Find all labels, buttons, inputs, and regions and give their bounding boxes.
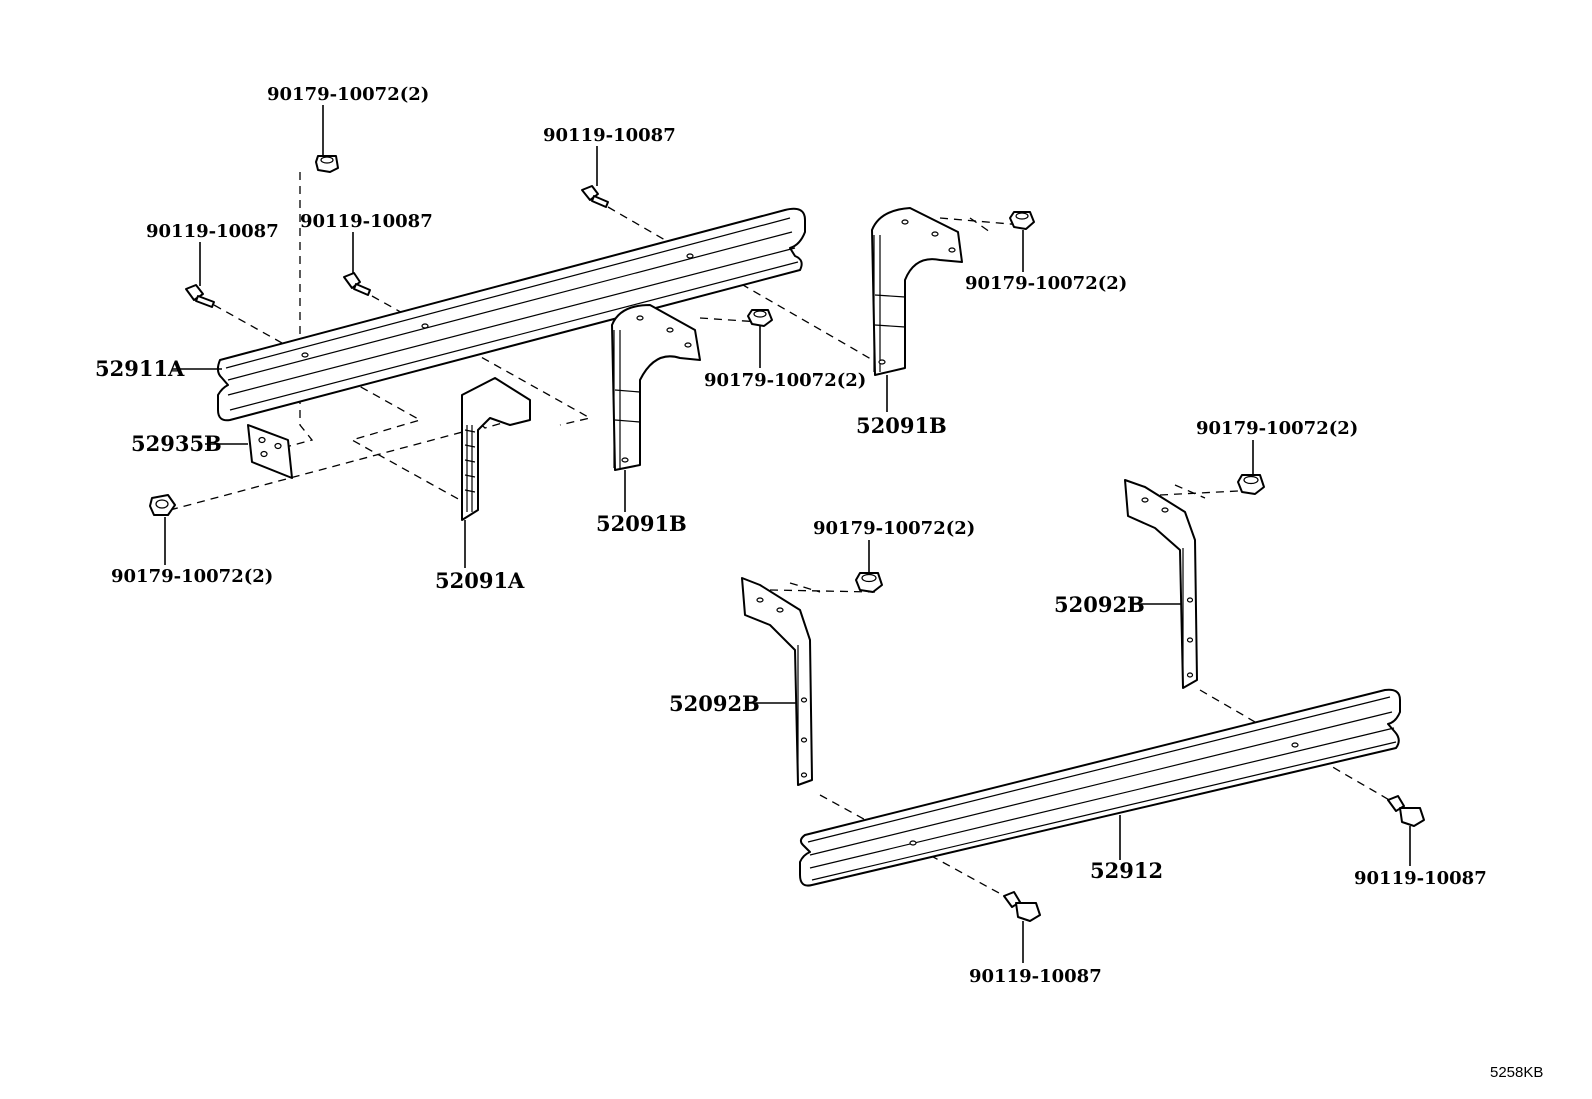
bolt-icon bbox=[185, 284, 215, 308]
nut-icon bbox=[1237, 474, 1265, 495]
label-bracket-2b-right: 52092B bbox=[1054, 592, 1145, 617]
label-bracket-b-mid: 52091B bbox=[596, 511, 687, 536]
plate-52935b bbox=[247, 424, 293, 479]
label-bracket-b-right: 52091B bbox=[856, 413, 947, 438]
nut-icon bbox=[149, 494, 176, 516]
label-plate: 52935B bbox=[131, 431, 222, 456]
bracket-52091b-right bbox=[871, 207, 963, 376]
label-bracket-2b-left: 52092B bbox=[669, 691, 760, 716]
label-nut-left: 90179-10072(2) bbox=[111, 566, 273, 587]
bolt-icon bbox=[343, 272, 371, 296]
nut-icon bbox=[855, 572, 883, 593]
nut-icon bbox=[747, 309, 773, 327]
label-bolt-left: 90119-10087 bbox=[146, 221, 279, 242]
label-bolt-top-center: 90119-10087 bbox=[543, 125, 676, 146]
label-rail-upper: 52911A bbox=[95, 356, 185, 381]
label-bolt-lower-right: 90119-10087 bbox=[1354, 868, 1487, 889]
bracket-52092b-left bbox=[741, 577, 813, 786]
label-nut-right-top: 90179-10072(2) bbox=[965, 273, 1127, 294]
rail-upper-52911a bbox=[216, 207, 806, 422]
diagram-ref-code: 5258KB bbox=[1490, 1064, 1543, 1081]
label-nut-lower-mid: 90179-10072(2) bbox=[813, 518, 975, 539]
bracket-52091a bbox=[461, 377, 531, 521]
bracket-52091b-middle bbox=[611, 304, 701, 471]
label-nut-lower-right: 90179-10072(2) bbox=[1196, 418, 1358, 439]
bolt-icon bbox=[1387, 795, 1425, 827]
label-nut-top: 90179-10072(2) bbox=[267, 84, 429, 105]
bracket-52092b-right bbox=[1124, 479, 1198, 689]
label-rail-lower: 52912 bbox=[1090, 858, 1163, 883]
label-bracket-a: 52091A bbox=[435, 568, 525, 593]
bolt-icon bbox=[1003, 891, 1041, 922]
label-bolt-left-inner: 90119-10087 bbox=[300, 211, 433, 232]
nut-icon bbox=[315, 155, 339, 173]
nut-icon bbox=[1009, 211, 1035, 230]
bolt-icon bbox=[581, 185, 609, 208]
label-bolt-lower-mid: 90119-10087 bbox=[969, 966, 1102, 987]
rail-lower-52912 bbox=[799, 688, 1401, 887]
label-nut-mid: 90179-10072(2) bbox=[704, 370, 866, 391]
leader-lines bbox=[164, 105, 1411, 963]
